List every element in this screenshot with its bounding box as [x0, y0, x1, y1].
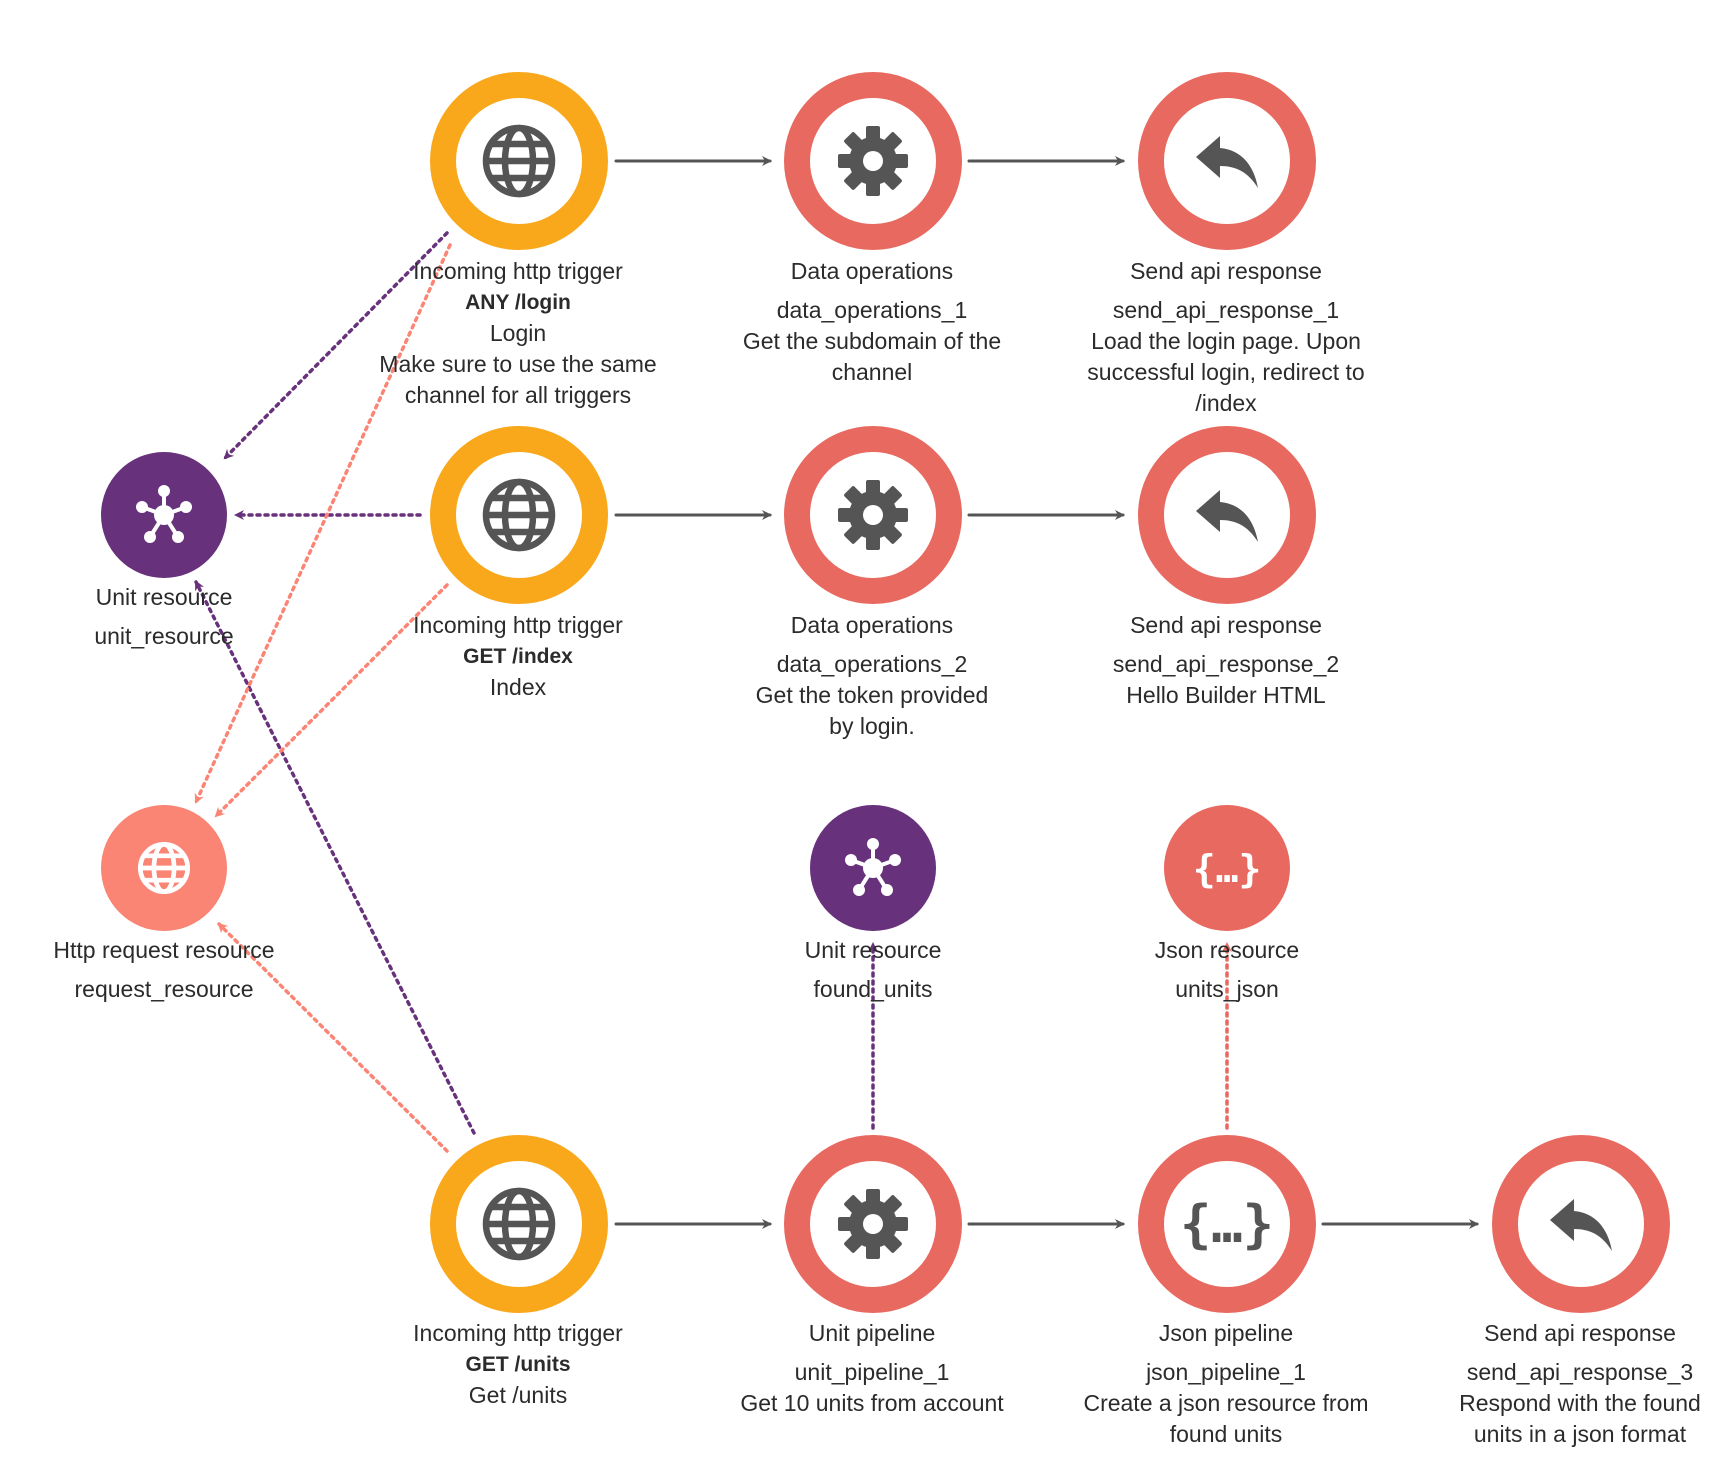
json-pipeline-label: Json pipeline json_pipeline_1 Create a j…: [1066, 1318, 1386, 1450]
node-name: send_api_response_1: [1112, 297, 1340, 323]
node-name: Index: [489, 674, 547, 700]
node-title: Send api response: [1484, 1320, 1676, 1346]
resource-link: [217, 922, 449, 1153]
gear-icon: [838, 126, 908, 196]
node-title: Json pipeline: [1158, 1320, 1294, 1346]
node-name: request_resource: [74, 976, 254, 1002]
node-title: Data operations: [790, 258, 954, 284]
node-name: units_json: [1175, 976, 1279, 1002]
unit-resource-node[interactable]: [101, 452, 227, 578]
data-operations-1-node[interactable]: [784, 72, 962, 250]
unit-pipeline-node[interactable]: [784, 1135, 962, 1313]
svg-text:{…}: {…}: [1181, 1195, 1273, 1255]
reply-icon: [1196, 136, 1258, 188]
hub-icon: [136, 485, 192, 543]
node-name: found_units: [813, 976, 933, 1002]
node-description: Load the login page. Upon successful log…: [1087, 328, 1365, 416]
reply-icon: [1196, 490, 1258, 542]
node-title: Incoming http trigger: [413, 258, 623, 284]
node-description: Hello Builder HTML: [1126, 682, 1326, 708]
send-api-response-2-label: Send api response send_api_response_2 He…: [1066, 610, 1386, 711]
node-name: unit_resource: [94, 623, 234, 649]
globe-icon: [482, 478, 556, 552]
found-units-label: Unit resource found_units: [713, 935, 1033, 1005]
node-title: Unit pipeline: [808, 1320, 936, 1346]
trigger-index-node[interactable]: [430, 426, 608, 604]
node-description: Create a json resource from found units: [1083, 1390, 1369, 1447]
node-name: data_operations_2: [776, 651, 968, 677]
svg-text:{…}: {…}: [1194, 847, 1260, 891]
node-route: ANY /login: [465, 291, 571, 314]
node-description: Get 10 units from account: [740, 1390, 1004, 1416]
node-description: Get the token provided by login.: [755, 682, 989, 739]
resource-link: [223, 231, 449, 460]
node-name: unit_pipeline_1: [794, 1359, 950, 1385]
globe-icon: [482, 124, 556, 198]
send-api-response-1-node[interactable]: [1138, 72, 1316, 250]
braces-icon: {…}: [1181, 1195, 1273, 1255]
unit-resource-label: Unit resource unit_resource: [4, 582, 324, 652]
node-title: Data operations: [790, 612, 954, 638]
node-route: GET /index: [463, 645, 573, 668]
data-operations-2-label: Data operations data_operations_2 Get th…: [712, 610, 1032, 742]
trigger-units-label: Incoming http trigger GET /units Get /un…: [358, 1318, 678, 1411]
unit-pipeline-label: Unit pipeline unit_pipeline_1 Get 10 uni…: [712, 1318, 1032, 1419]
resource-link: [194, 243, 452, 804]
units-json-label: Json resource units_json: [1067, 935, 1387, 1005]
globe-icon: [137, 841, 191, 895]
send-api-response-3-node[interactable]: [1492, 1135, 1670, 1313]
node-title: Unit resource: [804, 937, 942, 963]
send-api-response-2-node[interactable]: [1138, 426, 1316, 604]
units-json-node[interactable]: {…}: [1164, 805, 1290, 931]
node-description: Respond with the found units in a json f…: [1459, 1390, 1701, 1447]
data-operations-1-label: Data operations data_operations_1 Get th…: [712, 256, 1032, 388]
send-api-response-3-label: Send api response send_api_response_3 Re…: [1420, 1318, 1726, 1450]
node-name: json_pipeline_1: [1146, 1359, 1306, 1385]
trigger-index-label: Incoming http trigger GET /index Index: [358, 610, 678, 703]
trigger-login-node[interactable]: [430, 72, 608, 250]
gear-icon: [838, 1189, 908, 1259]
resource-link: [194, 580, 476, 1135]
node-route: GET /units: [465, 1353, 571, 1376]
globe-icon: [482, 1187, 556, 1261]
trigger-units-node[interactable]: [430, 1135, 608, 1313]
node-title: Incoming http trigger: [413, 612, 623, 638]
json-pipeline-node[interactable]: {…}: [1138, 1135, 1316, 1313]
request-resource-node[interactable]: [101, 805, 227, 931]
node-name: send_api_response_3: [1466, 1359, 1694, 1385]
node-description: Get the subdomain of the channel: [742, 328, 1002, 385]
node-title: Send api response: [1130, 612, 1322, 638]
node-description: Make sure to use the same channel for al…: [379, 351, 657, 408]
resource-link: [214, 583, 449, 818]
send-api-response-1-label: Send api response send_api_response_1 Lo…: [1066, 256, 1386, 419]
node-title: Unit resource: [95, 584, 233, 610]
reply-icon: [1550, 1199, 1612, 1251]
found-units-node[interactable]: [810, 805, 936, 931]
request-resource-label: Http request resource request_resource: [4, 935, 324, 1005]
node-name: data_operations_1: [776, 297, 968, 323]
node-title: Http request resource: [53, 937, 275, 963]
node-title: Send api response: [1130, 258, 1322, 284]
node-name: send_api_response_2: [1112, 651, 1340, 677]
node-name: Get /units: [468, 1382, 568, 1408]
hub-icon: [845, 838, 901, 896]
node-name: Login: [489, 320, 547, 346]
braces-icon: {…}: [1194, 847, 1260, 891]
gear-icon: [838, 480, 908, 550]
trigger-login-label: Incoming http trigger ANY /login Login M…: [358, 256, 678, 411]
node-title: Incoming http trigger: [413, 1320, 623, 1346]
node-title: Json resource: [1154, 937, 1300, 963]
data-operations-2-node[interactable]: [784, 426, 962, 604]
